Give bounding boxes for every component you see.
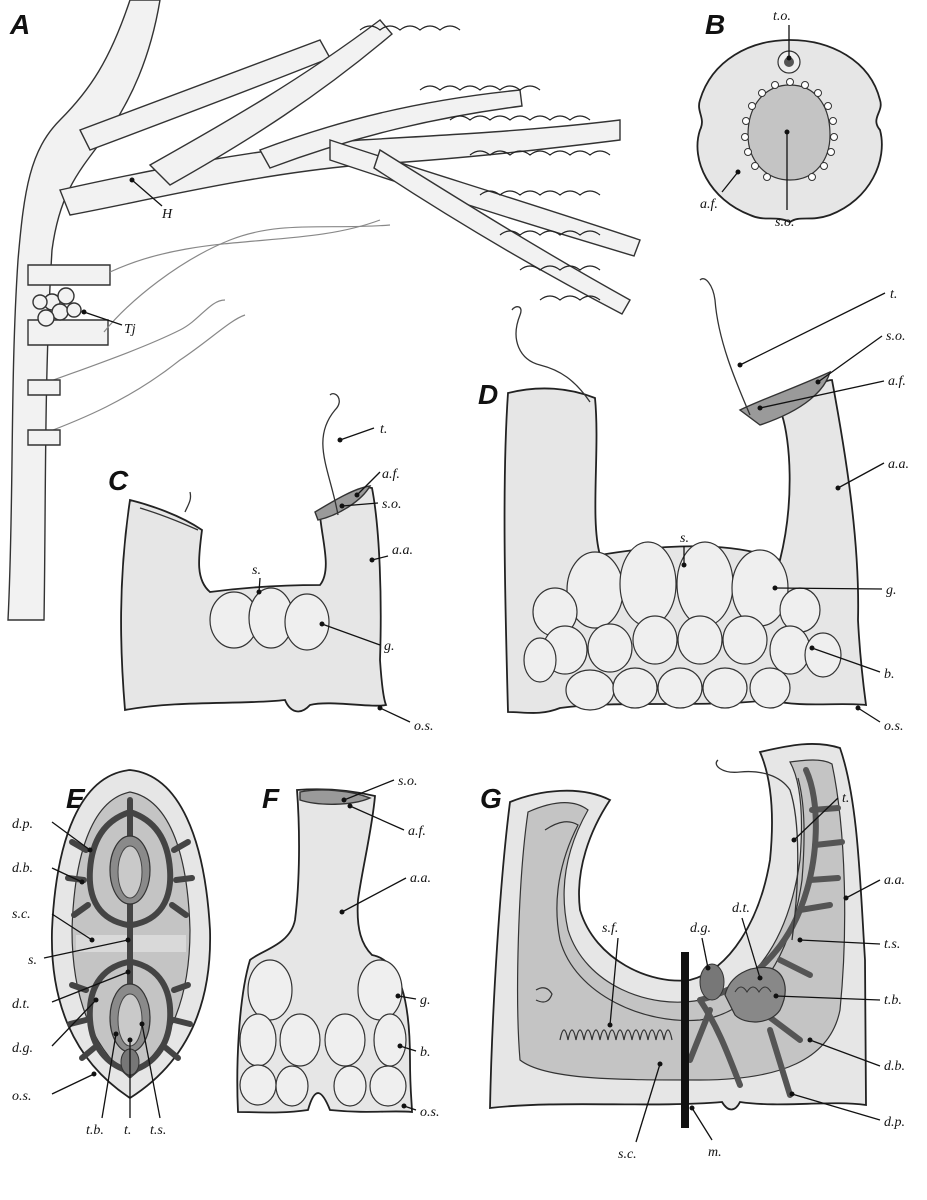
label-d-b-e: d.b.: [12, 861, 33, 876]
label-s-o-c: s.o.: [382, 497, 401, 512]
panel-d: D t. s.o. a.f. a.a. s. g.: [478, 278, 909, 734]
opening-beads: [741, 78, 838, 181]
gonad-lobes-c: [209, 587, 330, 651]
label-b-d: b.: [884, 667, 895, 682]
label-g-f: g.: [420, 993, 431, 1008]
label-s-f-g: s.f.: [602, 921, 618, 936]
label-g-c: g.: [384, 639, 395, 654]
label-g-d: g.: [886, 583, 897, 598]
colony-branch: [59, 119, 621, 216]
label-o-s-e: o.s.: [12, 1089, 31, 1104]
label-t-e: t.: [124, 1123, 131, 1138]
colony-branch: [329, 139, 641, 257]
colony-branch: [148, 19, 393, 186]
colony-branch: [373, 148, 631, 315]
label-s-o-b: s.o.: [775, 215, 794, 230]
tentacle-d2: [699, 278, 751, 416]
label-a-f-f: a.f.: [408, 824, 426, 839]
stomach-folds-g: [535, 987, 673, 1041]
label-t-s-e: t.s.: [150, 1123, 166, 1138]
label-o-s-d: o.s.: [884, 719, 903, 734]
label-t-c: t.: [380, 422, 387, 437]
colony-stem: [7, 0, 161, 621]
label-b-f: b.: [420, 1045, 431, 1060]
label-s-e: s.: [28, 953, 37, 968]
panel-letter-a: A: [9, 9, 30, 40]
label-a-a-c: a.a.: [392, 543, 413, 558]
label-d-g-g: d.g.: [690, 921, 711, 936]
label-t-g: t.: [842, 791, 849, 806]
label-s-d: s.: [680, 531, 689, 546]
label-t-b-e: t.b.: [86, 1123, 104, 1138]
label-a-a-f: a.a.: [410, 871, 431, 886]
label-d-t-e: d.t.: [12, 997, 30, 1012]
panel-letter-d: D: [478, 379, 498, 410]
panel-letter-c: C: [108, 465, 129, 496]
section-line-m: [681, 952, 689, 1128]
label-t-s-g: t.s.: [884, 937, 900, 952]
tentacle-d1: [511, 306, 591, 403]
tentacle-bulbs-e: [109, 835, 151, 1076]
label-s-o-d: s.o.: [886, 329, 905, 344]
label-m-g: m.: [708, 1145, 722, 1160]
label-t-b-g: t.b.: [884, 993, 902, 1008]
panel-b: B t.o. a.f. s.o.: [696, 9, 883, 230]
label-s-c-g: s.c.: [618, 1147, 637, 1162]
panel-letter-g: G: [480, 783, 502, 814]
panel-letter-b: B: [705, 9, 725, 40]
panel-c: C t. a.f. s.o. a.a. s. g. o.s.: [108, 393, 433, 734]
label-d-p-e: d.p.: [12, 817, 33, 832]
panel-e: E d.p. d.b. s.c. s.: [12, 769, 211, 1138]
label-o-s-c: o.s.: [414, 719, 433, 734]
label-s-o-f: s.o.: [398, 774, 417, 789]
tentacle-c: [322, 393, 340, 516]
gonad-lobes-d: [523, 541, 842, 711]
label-a-a-d: a.a.: [888, 457, 909, 472]
label-a-a-g: a.a.: [884, 873, 905, 888]
tentacle-g: [715, 759, 799, 941]
radial-canals-g: [687, 767, 845, 1098]
label-d-t-g: d.t.: [732, 901, 750, 916]
label-a-f-c: a.f.: [382, 467, 400, 482]
label-t-d: t.: [890, 287, 897, 302]
label-d-b-g: d.b.: [884, 1059, 905, 1074]
panel-g: G t. a.a. s.f.: [480, 743, 905, 1162]
panel-a: A H Tj: [7, 0, 641, 621]
gonad-lobes-f: [239, 959, 407, 1107]
tentacle-bulb-g: [699, 963, 786, 1023]
label-a-f-d: a.f.: [888, 374, 906, 389]
medusa-tentacles: [39, 219, 391, 436]
tentacle-combs: [359, 25, 611, 301]
panel-letter-f: F: [262, 783, 280, 814]
label-a-f-b: a.f.: [700, 197, 718, 212]
gonophore-cluster: [27, 264, 111, 346]
panel-f: F s.o. a.f. a.a. g. b. o.s.: [236, 774, 439, 1120]
label-s-c: s.: [252, 563, 261, 578]
label-h: H: [161, 207, 173, 222]
label-o-s-f: o.s.: [420, 1105, 439, 1120]
label-s-c-e: s.c.: [12, 907, 31, 922]
label-d-p-g: d.p.: [884, 1115, 905, 1130]
label-t-o: t.o.: [773, 9, 791, 24]
label-d-g-e: d.g.: [12, 1041, 33, 1056]
label-tj: Tj: [124, 322, 136, 337]
